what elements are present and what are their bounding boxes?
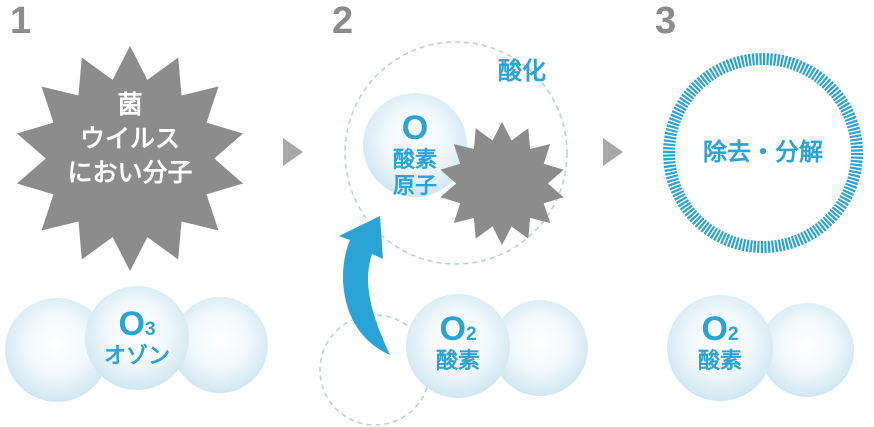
ozone-atom-left [5, 298, 109, 402]
o2-atom-right [492, 300, 588, 396]
oxygen-atom-symbol: O [401, 109, 429, 147]
ozone-label: O3 オゾン [87, 305, 187, 369]
oxygen-atom-label: O 酸素 原子 [365, 108, 465, 200]
germ-label: 菌 ウイルス におい分子 [30, 88, 230, 190]
o2-subscript: 2 [465, 324, 477, 345]
arrow-right-icon [283, 138, 303, 166]
oxygen-atom-name-line: 酸素 [392, 148, 437, 173]
ozone-subscript: 3 [144, 319, 156, 340]
step-number-3: 3 [655, 0, 677, 42]
o2-symbol: O [439, 310, 466, 348]
curved-arrow-icon [339, 216, 390, 355]
arrow-right-icon [603, 138, 623, 166]
oxygen-atom-bubble [363, 93, 467, 197]
ozone-formula: O3 [87, 305, 187, 344]
removed-ring [663, 53, 863, 253]
germ-label-line: におい分子 [67, 158, 193, 187]
o2-label: O2 酸素 [670, 310, 770, 374]
ozone-atom-right [172, 297, 268, 393]
o2-label: O2 酸素 [408, 310, 508, 374]
germ-starburst-small [440, 122, 564, 245]
o2-atom-right [760, 303, 854, 397]
step-number-1: 1 [10, 0, 32, 42]
germ-label-line: ウイルス [79, 124, 180, 153]
oxidation-dashed-circle [344, 41, 568, 265]
o2-subscript: 2 [727, 324, 739, 345]
ozone-atom-center [85, 286, 189, 390]
oxidation-label: 酸化 [498, 57, 546, 85]
o2-formula: O2 [670, 310, 770, 349]
o2-name: 酸素 [435, 349, 480, 375]
oxygen-atom-name-line: 原子 [392, 174, 437, 199]
o2-symbol: O [701, 310, 728, 348]
o2-formula: O2 [408, 310, 508, 349]
germ-starburst-large [17, 46, 243, 271]
ozone-symbol: O [118, 305, 145, 343]
germ-label-line: 菌 [117, 90, 143, 119]
o2-name: 酸素 [697, 349, 742, 375]
o2-atom-left [667, 295, 773, 401]
step-number-2: 2 [332, 0, 354, 42]
o2-atom-left [406, 294, 510, 398]
ozone-name: オゾン [103, 344, 170, 370]
result-label: 除去・分解 [703, 138, 823, 166]
